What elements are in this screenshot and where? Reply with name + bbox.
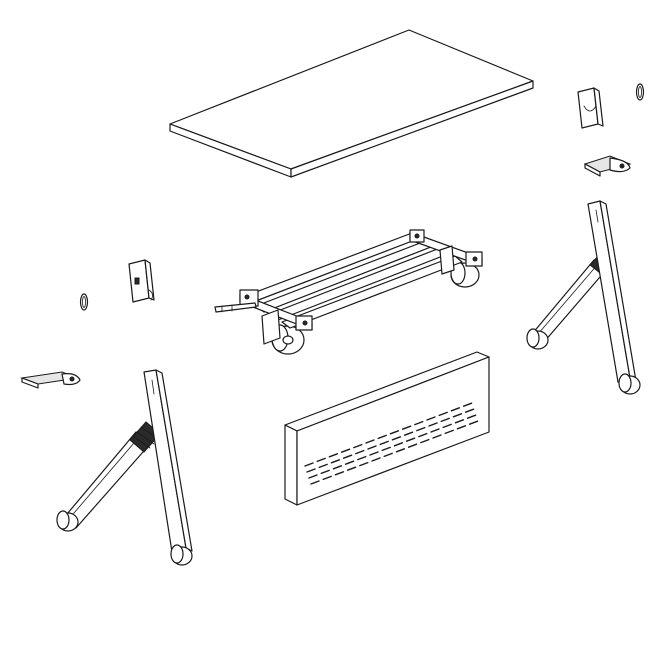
vent-slot xyxy=(416,426,426,432)
vent-slot xyxy=(442,423,452,429)
vent-slot xyxy=(426,416,436,421)
vent-slot xyxy=(438,411,448,417)
left-leg xyxy=(56,369,193,566)
vent-slot xyxy=(355,449,365,455)
vent-slot xyxy=(414,420,424,426)
frame-lever-pin xyxy=(214,302,257,313)
left-leg-caster-lower xyxy=(170,544,193,566)
vent-slot xyxy=(377,434,387,440)
vent-slot xyxy=(454,419,465,424)
vent-slot xyxy=(367,445,377,450)
vent-slot xyxy=(353,443,363,449)
vent-slot xyxy=(395,448,406,453)
frame-caster-back xyxy=(450,261,480,288)
vent-slot xyxy=(401,425,412,430)
right-clip xyxy=(635,83,645,101)
vent-slot xyxy=(389,430,400,435)
ventilation-slots xyxy=(304,402,479,485)
modesty-panel xyxy=(284,351,490,506)
vent-slot xyxy=(462,402,473,407)
vent-slot xyxy=(379,440,389,446)
vent-slot xyxy=(359,461,369,467)
vent-slot xyxy=(320,469,330,475)
vent-slot xyxy=(316,457,326,463)
vent-slot xyxy=(381,446,391,452)
undercarriage-frame xyxy=(214,229,483,355)
vent-slot xyxy=(393,442,404,447)
right-bracket xyxy=(577,87,604,129)
table-top xyxy=(169,29,534,178)
vent-slot xyxy=(340,448,351,453)
vent-slot xyxy=(405,437,416,442)
vent-slot xyxy=(365,439,375,444)
vent-slot xyxy=(330,459,341,464)
vent-slot xyxy=(306,468,316,473)
vent-slot xyxy=(456,425,467,430)
left-bracket xyxy=(128,259,155,303)
right-lever xyxy=(583,155,632,177)
vent-slot xyxy=(403,431,414,436)
vent-slot xyxy=(466,414,477,419)
vent-slot xyxy=(430,428,440,433)
vent-slot xyxy=(304,462,314,467)
vent-slot xyxy=(344,460,355,465)
vent-slot xyxy=(383,452,393,458)
vent-slot xyxy=(371,457,381,462)
vent-slot xyxy=(357,455,367,461)
vent-slot xyxy=(346,466,357,471)
right-leg-caster-upper xyxy=(526,328,549,350)
vent-slot xyxy=(318,463,328,469)
vent-slot xyxy=(444,429,454,435)
vent-slot xyxy=(391,436,402,441)
vent-slot xyxy=(420,438,430,444)
vent-slot xyxy=(407,443,418,448)
vent-slot xyxy=(334,471,345,476)
vent-slot xyxy=(468,420,479,425)
vent-slot xyxy=(369,451,379,456)
left-lever xyxy=(20,371,81,389)
vent-slot xyxy=(428,422,438,427)
vent-slot xyxy=(432,434,442,439)
vent-slot xyxy=(310,480,320,485)
vent-slot xyxy=(328,453,339,458)
vent-slot xyxy=(308,474,318,479)
right-leg xyxy=(526,200,641,395)
vent-slot xyxy=(464,408,475,413)
vent-slot xyxy=(452,413,463,418)
right-leg-caster-lower xyxy=(618,373,641,395)
vent-slot xyxy=(440,417,450,423)
vent-slot xyxy=(450,407,461,412)
left-leg-caster-upper xyxy=(56,510,79,532)
vent-slot xyxy=(418,432,428,438)
left-clip xyxy=(79,293,89,311)
vent-slot xyxy=(342,454,353,459)
vent-slot xyxy=(322,475,332,481)
vent-slot xyxy=(332,465,343,470)
